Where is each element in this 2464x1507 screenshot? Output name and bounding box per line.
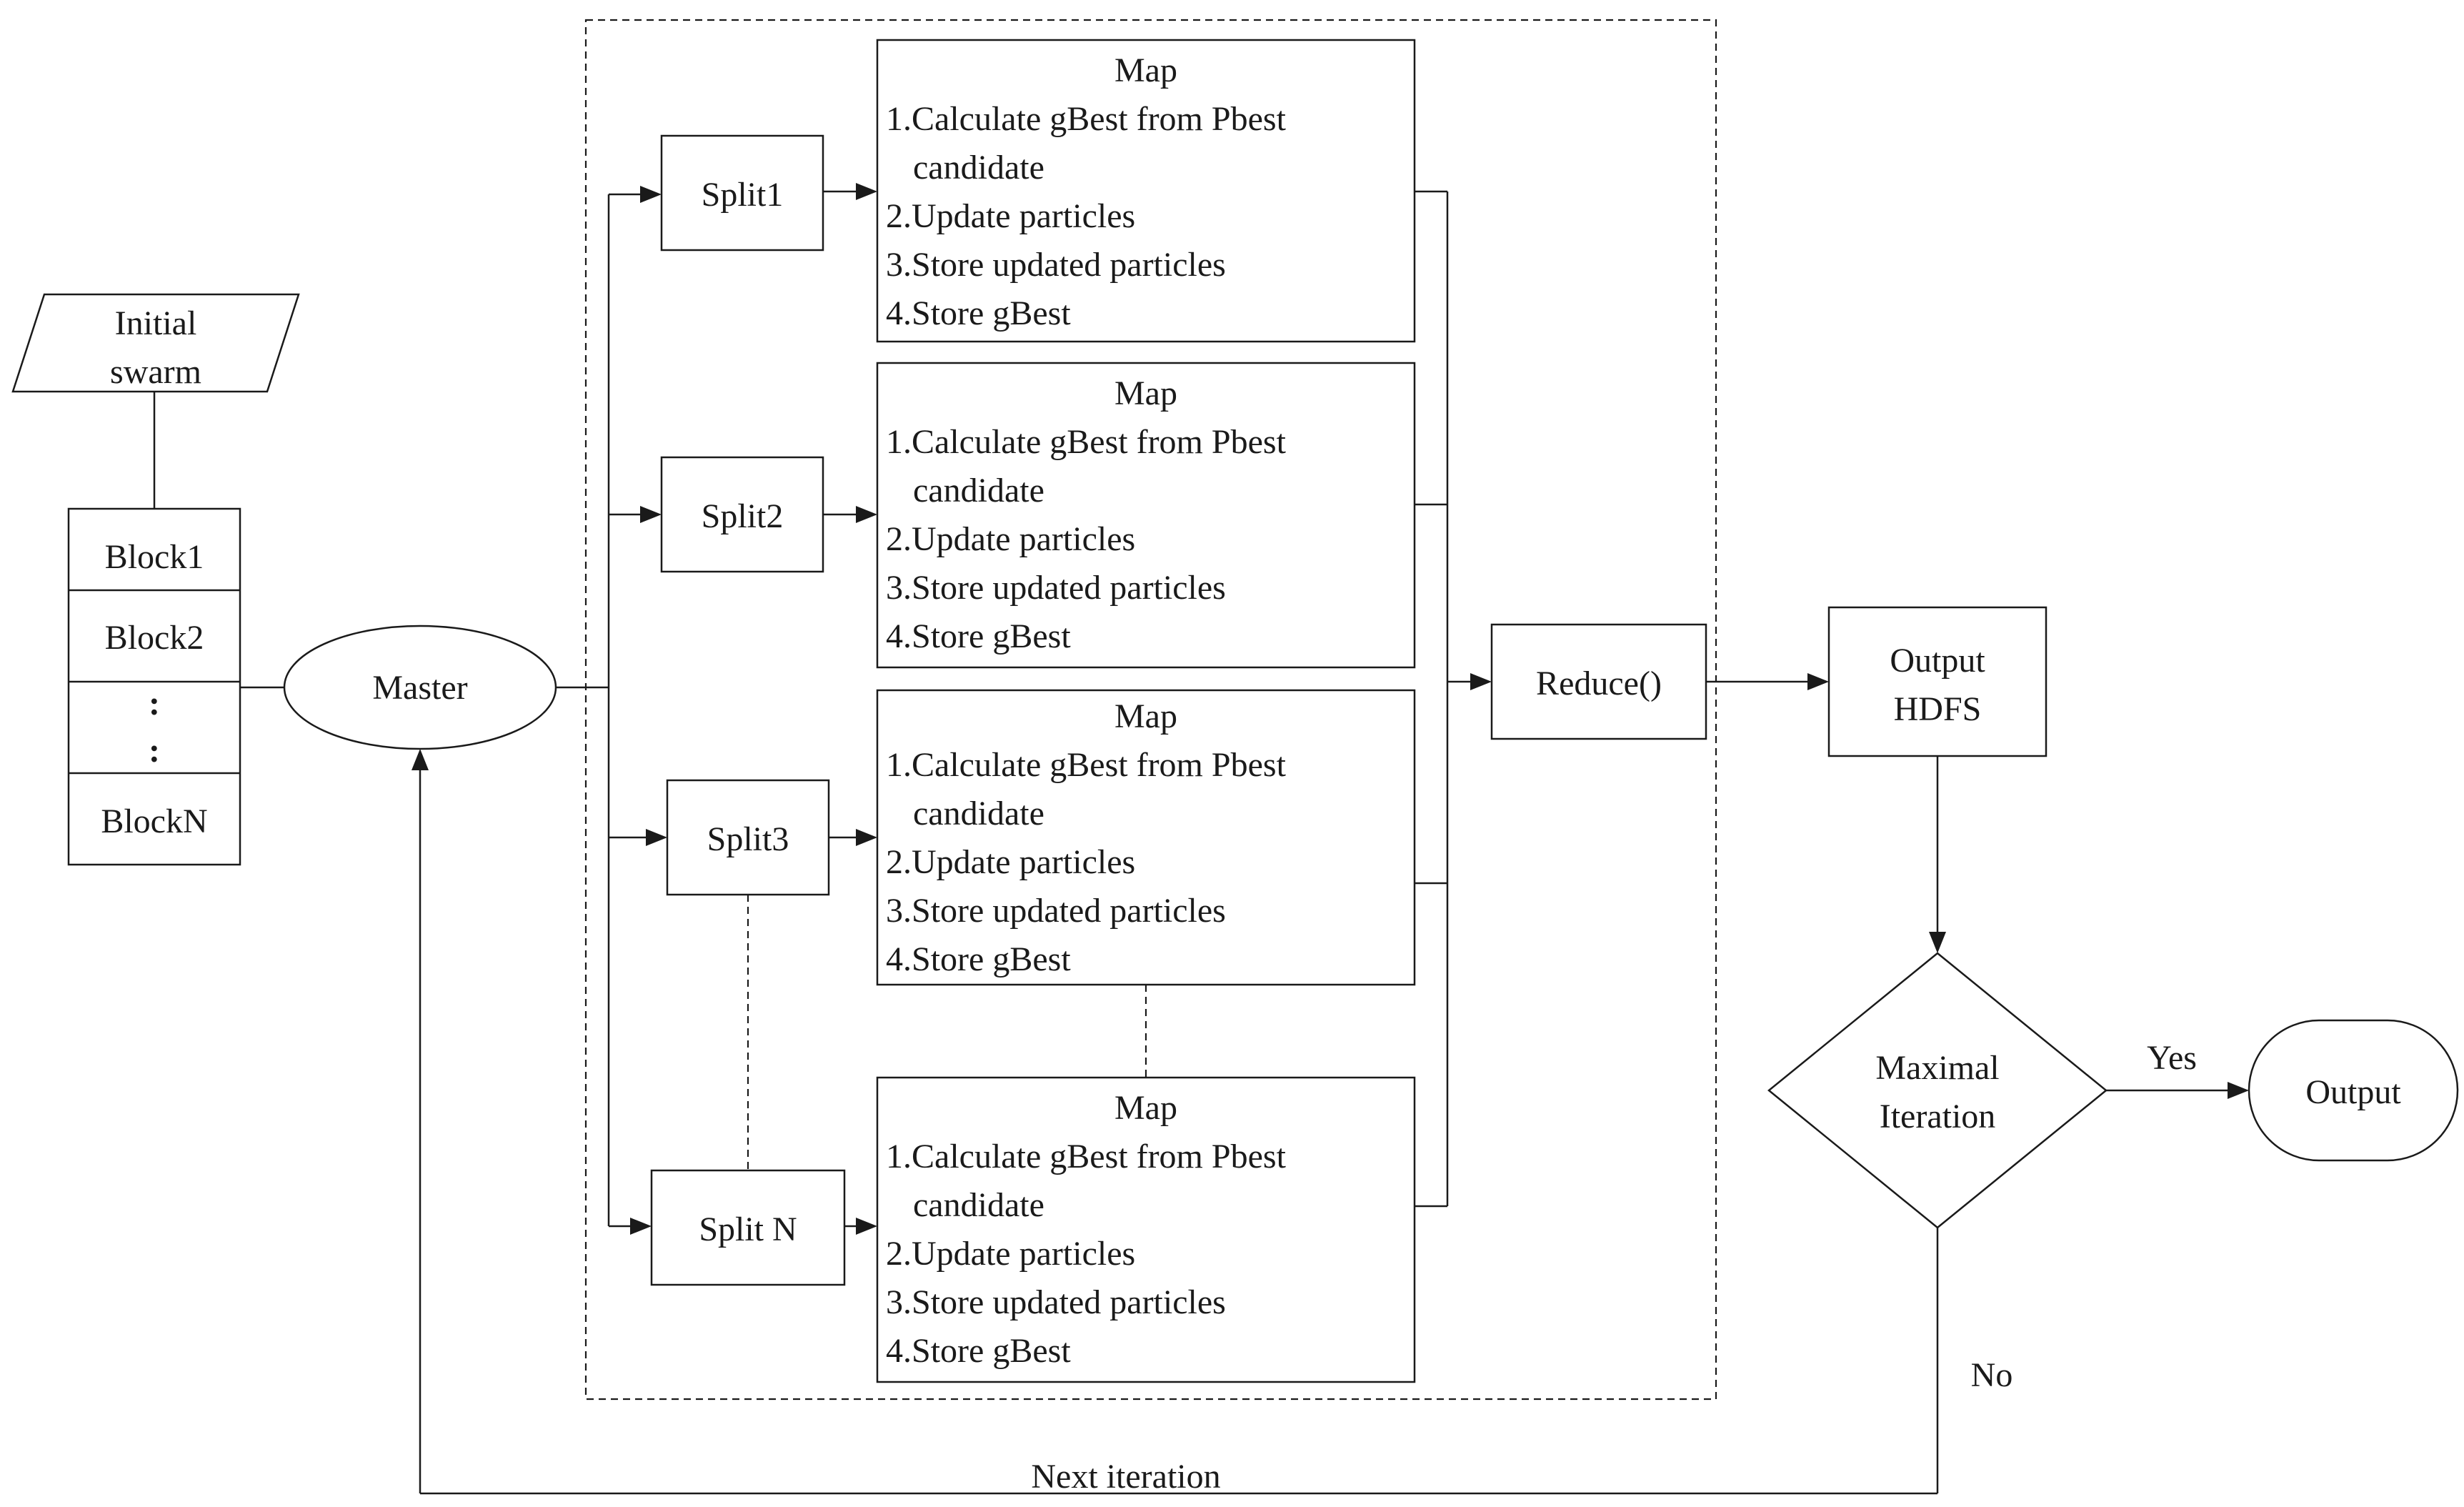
map-2-title: Map (1114, 374, 1177, 412)
map-1-step3: 3.Store updated particles (886, 246, 1226, 284)
map-3-node: Map 1.Calculate gBest from Pbest candida… (876, 689, 1416, 986)
reduce-label: Reduce() (1536, 665, 1662, 702)
arrowhead-split2 (640, 506, 662, 523)
map-2-step1b: candidate (913, 472, 1044, 509)
block-n-label: BlockN (101, 802, 207, 840)
map-1-node: Map 1.Calculate gBest from Pbest candida… (876, 39, 1416, 343)
output-hdfs-node: Output HDFS (1827, 606, 2047, 757)
output-hdfs-label-1: Output (1890, 642, 1985, 680)
split-3-label: Split3 (707, 820, 789, 858)
initial-swarm-node: Initial swarm (11, 293, 300, 393)
arrowhead-map1 (856, 183, 877, 200)
mapreduce-container (584, 19, 1717, 1401)
split-n-node: Split N (650, 1169, 846, 1286)
split-3-node: Split3 (666, 779, 830, 896)
decision-label-2: Iteration (1880, 1098, 1996, 1135)
map-2-step3: 3.Store updated particles (886, 569, 1226, 607)
decision-label-1: Maximal (1875, 1049, 1999, 1087)
map-1-title: Map (1114, 51, 1177, 89)
map-3-title: Map (1114, 697, 1177, 735)
map-3-step1b: candidate (913, 795, 1044, 832)
map-2-step1a: 1.Calculate gBest from Pbest (886, 423, 1287, 461)
arrowhead-split1 (640, 186, 662, 203)
map-4-step2: 2.Update particles (886, 1235, 1135, 1273)
block-2-label: Block2 (105, 619, 204, 657)
master-node: Master (283, 625, 557, 750)
arrowhead-yes (2228, 1082, 2249, 1099)
arrowhead-hdfs (1807, 673, 1829, 690)
map-3-step4: 4.Store gBest (886, 940, 1071, 978)
output-hdfs-label-2: HDFS (1894, 690, 1982, 728)
map-3-step2: 2.Update particles (886, 843, 1135, 881)
arrowhead-reduce (1470, 673, 1492, 690)
map-1-step4: 4.Store gBest (886, 294, 1071, 332)
map-4-step3: 3.Store updated particles (886, 1283, 1226, 1321)
map-2-step2: 2.Update particles (886, 520, 1135, 558)
arrowhead-map3 (856, 829, 877, 846)
arrowhead-decision (1929, 932, 1946, 953)
arrowhead-splitn (630, 1218, 652, 1235)
arrowhead-map2 (856, 506, 877, 523)
split-1-node: Split1 (660, 134, 824, 252)
data-blocks: Block1 Block2 : : BlockN (67, 507, 241, 866)
reduce-node: Reduce() (1490, 623, 1707, 740)
no-label: No (1971, 1356, 2013, 1394)
map-4-step1a: 1.Calculate gBest from Pbest (886, 1138, 1287, 1175)
map-4-step4: 4.Store gBest (886, 1332, 1071, 1370)
arrowhead-master-loop (412, 749, 429, 770)
map-4-step1b: candidate (913, 1186, 1044, 1224)
map-4-title: Map (1114, 1089, 1177, 1127)
split-2-label: Split2 (702, 497, 784, 535)
map-1-step1a: 1.Calculate gBest from Pbest (886, 100, 1287, 138)
split-n-label: Split N (699, 1210, 797, 1248)
yes-label: Yes (2147, 1039, 2197, 1077)
next-iteration-label: Next iteration (1031, 1458, 1220, 1496)
initial-swarm-label-1: Initial (115, 304, 197, 342)
map-3-step1a: 1.Calculate gBest from Pbest (886, 746, 1287, 784)
map-3-step3: 3.Store updated particles (886, 892, 1226, 930)
output-terminal-node: Output (2248, 1019, 2459, 1162)
map-2-step4: 4.Store gBest (886, 617, 1071, 655)
block-dots-1: : (149, 685, 160, 722)
arrowhead-map4 (856, 1218, 877, 1235)
split-2-node: Split2 (660, 456, 824, 573)
initial-swarm-label-2: swarm (110, 353, 201, 391)
map-1-step1b: candidate (913, 149, 1044, 186)
block-dots-2: : (149, 732, 160, 770)
map-4-node: Map 1.Calculate gBest from Pbest candida… (876, 1076, 1416, 1383)
maximal-iteration-decision: Maximal Iteration (1767, 952, 2108, 1229)
output-label: Output (2305, 1073, 2401, 1111)
master-label: Master (372, 669, 467, 707)
arrowhead-split3 (646, 829, 667, 846)
block-1-label: Block1 (105, 538, 204, 576)
map-2-node: Map 1.Calculate gBest from Pbest candida… (876, 362, 1416, 669)
split-1-label: Split1 (702, 176, 784, 214)
map-1-step2: 2.Update particles (886, 197, 1135, 235)
